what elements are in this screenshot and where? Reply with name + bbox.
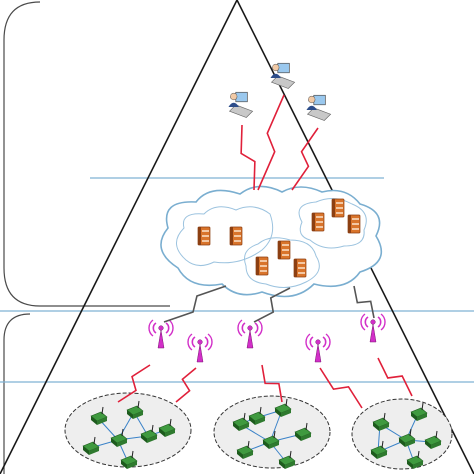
sensor-cluster-ellipse — [213, 395, 331, 469]
cloud-group-3-outline — [244, 237, 320, 288]
antenna-icon — [360, 313, 386, 343]
server-icon — [197, 226, 211, 246]
server-icon — [277, 240, 291, 260]
cloud-group-1-outline — [176, 206, 274, 266]
cloud-gateway-link — [253, 287, 291, 323]
gateway-cluster-link — [117, 364, 151, 403]
antenna-icon — [237, 319, 263, 349]
upper-side-bracket — [3, 1, 170, 307]
gateway-cluster-link — [261, 364, 283, 403]
user-workstation-icon — [269, 62, 296, 90]
antenna-icon — [148, 319, 174, 349]
gateway-cluster-link — [319, 367, 363, 409]
user-workstation-icon — [227, 91, 254, 119]
server-icon — [311, 212, 325, 232]
gateway-cluster-link — [175, 367, 197, 403]
server-icon — [331, 198, 345, 218]
antenna-icon — [187, 333, 213, 363]
lower-side-bracket — [3, 313, 31, 474]
user-workstation-icon — [305, 94, 332, 122]
user-cloud-link — [257, 94, 285, 191]
gateway-cluster-link — [377, 357, 413, 397]
user-cloud-link — [240, 124, 256, 191]
cloud-gateway-link — [353, 285, 375, 319]
antenna-icon — [305, 333, 331, 363]
server-icon — [293, 258, 307, 278]
cloud-gateway-link — [163, 285, 227, 323]
server-icon — [347, 214, 361, 234]
cloud-shape — [160, 185, 383, 298]
user-cloud-link — [291, 127, 319, 191]
server-icon — [255, 256, 269, 276]
cloud-group-2-outline — [298, 198, 367, 249]
server-icon — [229, 226, 243, 246]
